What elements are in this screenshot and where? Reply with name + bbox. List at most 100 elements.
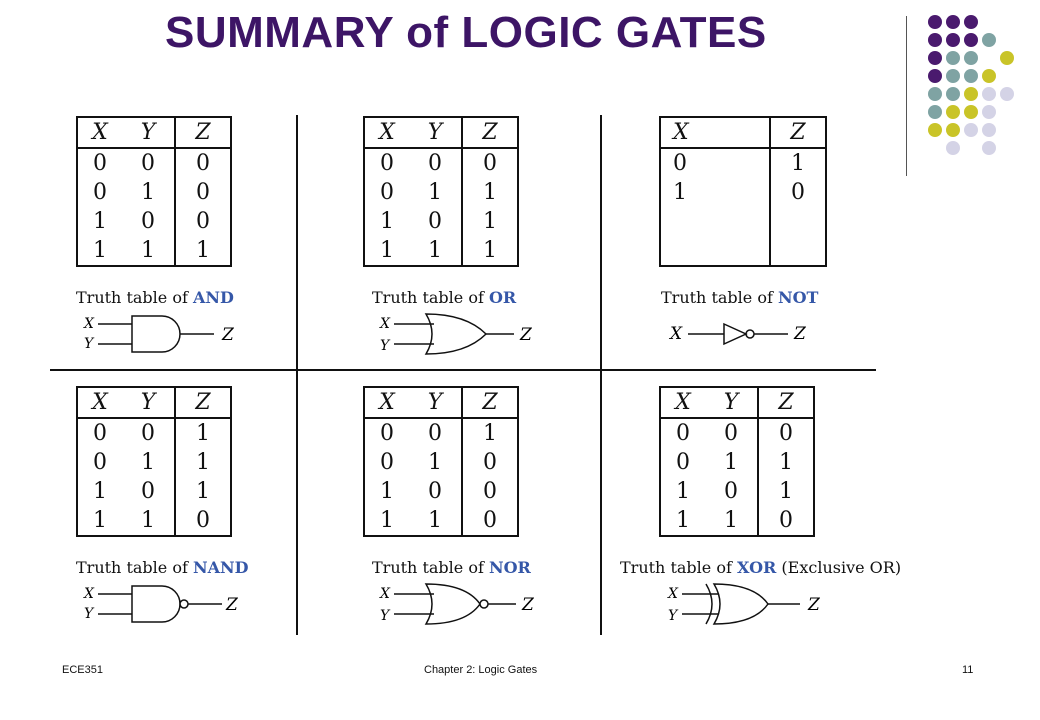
grid-line-vertical-2	[600, 115, 602, 635]
nor-gate-symbol: X Y Z	[379, 583, 535, 625]
table-cell: 0	[196, 151, 210, 176]
table-cell: 1	[676, 508, 690, 533]
gate-name: NOR	[488, 558, 531, 577]
table-cell: 0	[380, 151, 394, 176]
col-header: X	[364, 117, 409, 149]
col-header: X	[77, 117, 122, 149]
col-header: Z	[175, 387, 231, 419]
input-x-label: X	[83, 316, 95, 332]
table-cell: 1	[409, 506, 463, 536]
input-x-label: X	[379, 316, 391, 332]
table-cell: 0	[779, 508, 793, 533]
col-header: Y	[409, 387, 463, 419]
table-cell: 0	[660, 148, 771, 178]
table-cell: 0	[483, 450, 497, 475]
table-cell: 0	[93, 450, 107, 475]
table-cell: 0	[93, 180, 107, 205]
table-cell: 1	[93, 508, 107, 533]
table-cell: 1	[93, 209, 107, 234]
table-cell: 0	[705, 477, 759, 506]
table-cell: 1	[93, 238, 107, 263]
table-cell: 1	[380, 238, 394, 263]
input-y-label: Y	[380, 608, 391, 624]
caption-and: Truth table of AND	[76, 288, 234, 307]
table-cell: 1	[705, 448, 759, 477]
gate-name: OR	[488, 288, 517, 307]
table-cell: 1	[705, 506, 759, 536]
decorative-dot-grid	[928, 15, 1014, 155]
table-cell: 1	[483, 180, 497, 205]
footer-center: Chapter 2: Logic Gates	[424, 664, 538, 676]
table-cell: 1	[409, 236, 463, 266]
dot-yellow-cluster	[928, 51, 1014, 137]
nand-gate-symbol: X Y Z	[83, 585, 239, 623]
table-cell: 0	[93, 421, 107, 446]
gate-name: NAND	[192, 558, 249, 577]
table-cell: 1	[122, 448, 176, 477]
caption-or: Truth table of OR	[372, 288, 516, 307]
table-cell-empty	[770, 207, 826, 236]
gate-name: XOR	[736, 558, 777, 577]
col-header: Z	[462, 117, 518, 149]
col-header: X	[77, 387, 122, 419]
table-cell: 0	[122, 418, 176, 448]
table-cell: 1	[196, 479, 210, 504]
table-cell: 0	[196, 508, 210, 533]
caption-xor: Truth table of XOR (Exclusive OR)	[620, 558, 901, 577]
table-cell: 0	[380, 421, 394, 446]
not-gate-symbol: X Z	[668, 322, 807, 346]
input-y-label: Y	[380, 338, 391, 354]
table-cell: 0	[380, 180, 394, 205]
grid-line-vertical-1	[296, 115, 298, 635]
table-cell: 1	[660, 178, 771, 207]
table-cell: 0	[380, 450, 394, 475]
caption-nand: Truth table of NAND	[76, 558, 249, 577]
table-cell: 0	[409, 418, 463, 448]
table-cell: 1	[676, 479, 690, 504]
title-divider-line	[906, 16, 907, 176]
table-cell: 0	[409, 148, 463, 178]
table-cell: 1	[122, 178, 176, 207]
table-cell: 1	[122, 236, 176, 266]
input-x-label: X	[379, 586, 391, 602]
col-header: Y	[705, 387, 759, 419]
table-cell: 0	[122, 148, 176, 178]
table-cell: 0	[196, 180, 210, 205]
footer-left: ECE351	[62, 664, 103, 676]
slide-title: SUMMARY of LOGIC GATES	[165, 8, 767, 57]
table-cell: 0	[196, 209, 210, 234]
grid-line-horizontal	[50, 369, 876, 371]
table-cell: 0	[409, 477, 463, 506]
caption-not: Truth table of NOT	[661, 288, 818, 307]
table-cell: 1	[93, 479, 107, 504]
output-z-label: Z	[225, 595, 239, 615]
table-cell-empty	[770, 236, 826, 266]
table-cell: 0	[409, 207, 463, 236]
dot-purple-cluster	[928, 15, 978, 83]
col-header: Z	[462, 387, 518, 419]
col-header: Y	[122, 117, 176, 149]
table-cell: 1	[380, 209, 394, 234]
and-gate-symbol: X Y Z	[83, 315, 235, 353]
table-cell: 0	[93, 151, 107, 176]
output-z-label: Z	[793, 324, 807, 344]
caption-nor: Truth table of NOR	[372, 558, 531, 577]
col-header: X	[660, 117, 771, 149]
table-cell: 1	[196, 450, 210, 475]
caption-suffix: (Exclusive OR)	[776, 558, 902, 577]
table-cell: 1	[409, 178, 463, 207]
table-cell: 0	[676, 421, 690, 446]
gate-name: NOT	[777, 288, 819, 307]
input-y-label: Y	[84, 336, 95, 352]
or-gate-symbol: X Y Z	[379, 313, 533, 355]
caption-prefix: Truth table of	[372, 558, 489, 577]
table-cell: 1	[791, 151, 805, 176]
caption-prefix: Truth table of	[76, 288, 193, 307]
input-x-label: X	[668, 324, 683, 344]
table-cell: 1	[380, 508, 394, 533]
gate-name: AND	[192, 288, 234, 307]
